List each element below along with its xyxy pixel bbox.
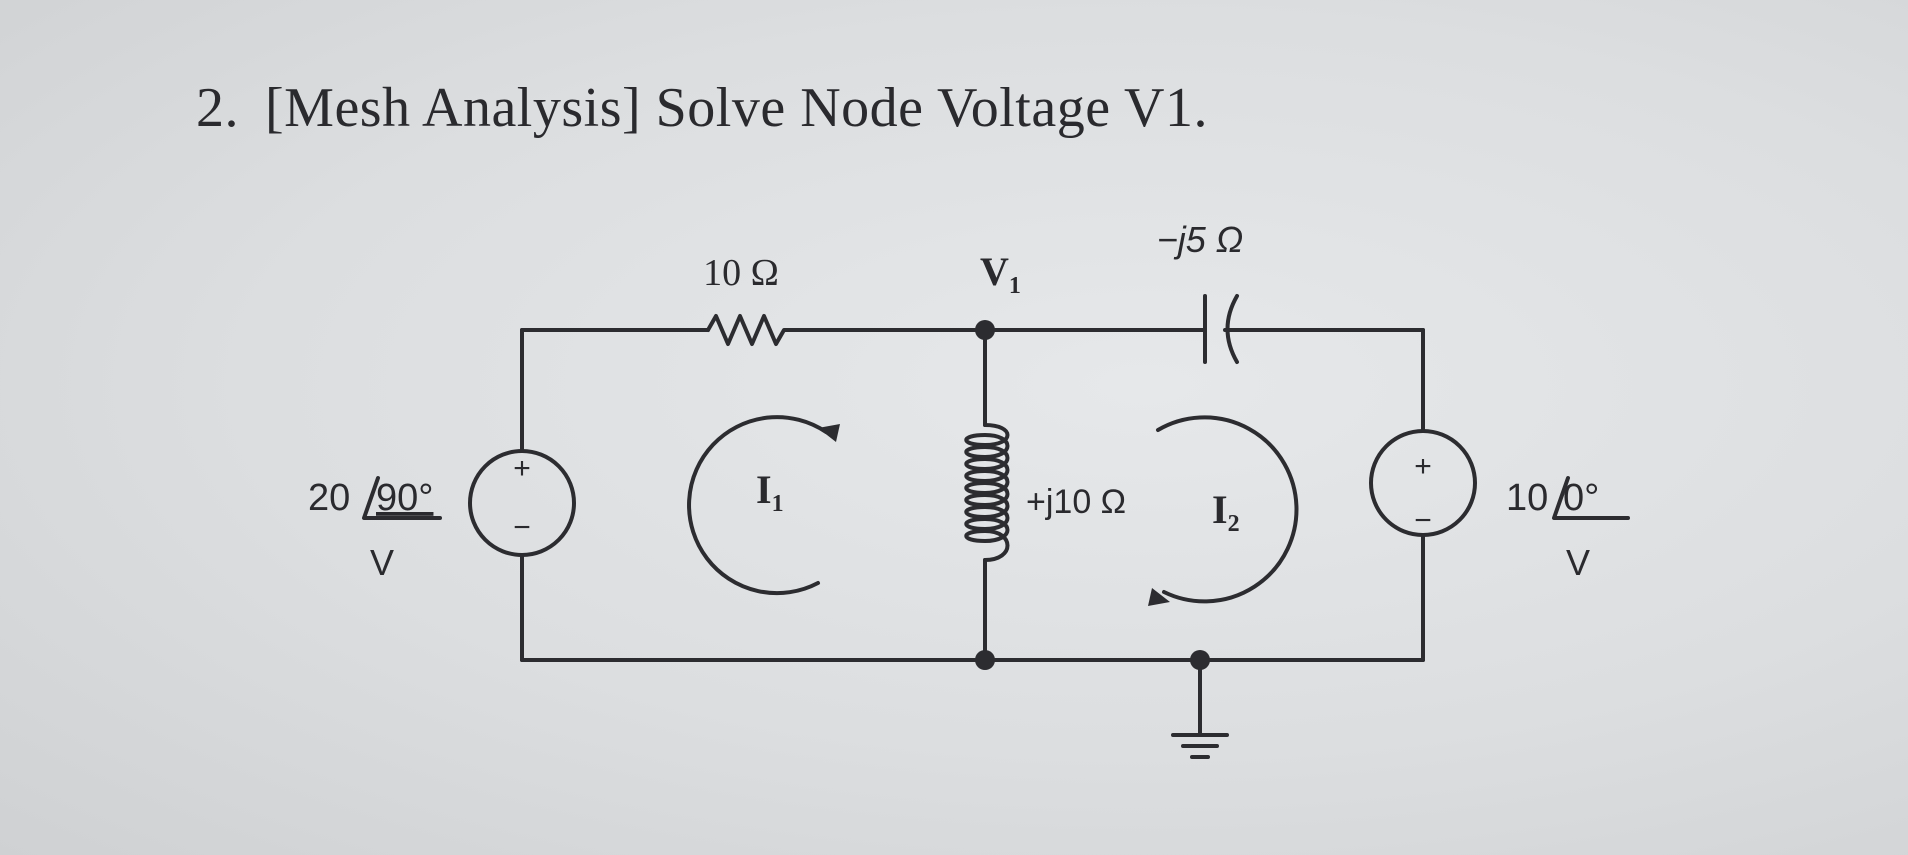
circuit-wires [520, 328, 1425, 662]
source-right-magnitude: 10 [1506, 477, 1548, 519]
source-right: + − [1369, 429, 1477, 537]
mesh2-label: I2 [1212, 487, 1240, 537]
source-left-plus: + [513, 452, 531, 485]
source-right-angle-symbol [1552, 476, 1630, 520]
resistor-label: 10 Ω [703, 252, 779, 294]
source-left-magnitude: 20 [308, 477, 350, 519]
source-left-angle: 90° [376, 477, 433, 519]
node-v1-label: V1 [980, 249, 1021, 299]
capacitor-label: −j5 Ω [1157, 219, 1243, 260]
source-left-angle-symbol [362, 476, 442, 520]
source-left-unit: V [370, 542, 394, 583]
ground-icon [1171, 658, 1229, 759]
inductor-coil [964, 423, 1010, 562]
mesh1-label: I1 [756, 467, 784, 517]
capacitor-symbol [1203, 294, 1239, 364]
resistor-zigzag [706, 314, 794, 346]
source-right-minus: − [1414, 504, 1432, 537]
source-right-plus: + [1414, 450, 1432, 483]
source-right-unit: V [1566, 542, 1590, 583]
source-left: + − [468, 449, 576, 557]
problem-text: [Mesh Analysis] Solve Node Voltage V1. [265, 77, 1208, 139]
node-bottom-middle-dot [975, 650, 995, 670]
source-right-angle: 0° [1563, 477, 1599, 519]
source-left-minus: − [513, 511, 531, 544]
node-v1-dot [975, 320, 995, 340]
problem-number: 2. [196, 77, 239, 139]
source-right-circle [1369, 429, 1477, 537]
mesh1-arrow [687, 415, 840, 596]
problem-title: 2. [Mesh Analysis] Solve Node Voltage V1. [196, 76, 1208, 140]
inductor-label: +j10 Ω [1026, 483, 1126, 521]
source-left-circle [468, 449, 576, 557]
mesh2-arrow [1148, 415, 1299, 606]
